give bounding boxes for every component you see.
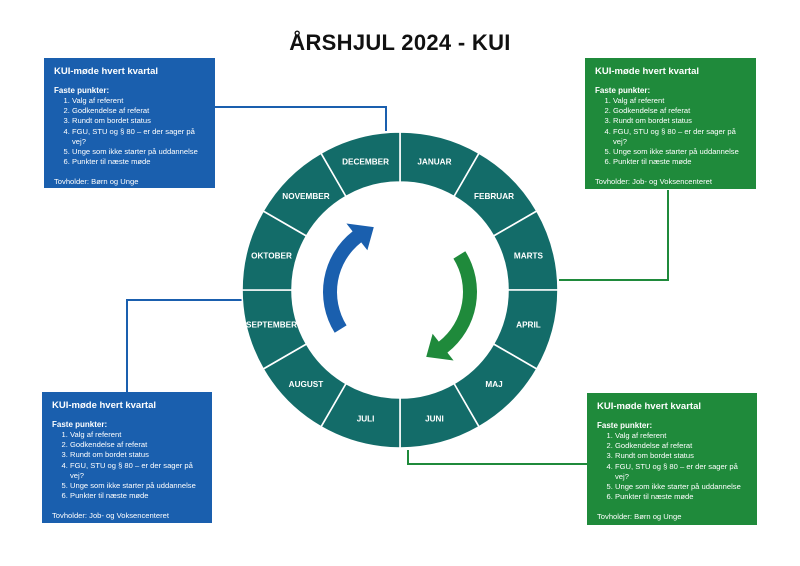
blue-cycle-arrow-icon [323,223,374,333]
month-label-oktober: OKTOBER [251,252,292,261]
list-item: Punkter til næste møde [613,157,746,167]
list-item: FGU, STU og § 80 – er der sager på vej? [615,462,747,482]
list-item: Rundt om bordet status [615,451,747,461]
list-item: Valg af referent [70,430,202,440]
month-label-juni: JUNI [425,414,444,423]
connector-bottom-left [126,299,242,392]
box-subtitle: Faste punkter: [595,86,651,95]
connector-bottom-right [407,450,588,465]
box-owner: Tovholder: Job- og Voksencenteret [595,177,712,187]
box-owner: Tovholder: Job- og Voksencenteret [52,511,169,521]
list-item: Rundt om bordet status [72,116,205,126]
quarter-meeting-box-bottom-right: KUI-møde hvert kvartal Faste punkter: Va… [587,393,757,525]
connector-top-left [215,106,387,131]
list-item: Rundt om bordet status [613,116,746,126]
list-item: Godkendelse af referat [613,106,746,116]
box-list: Valg af referent Godkendelse af referat … [595,96,746,167]
quarter-meeting-box-top-left: KUI-møde hvert kvartal Faste punkter: Va… [44,58,215,188]
list-item: Godkendelse af referat [70,440,202,450]
box-subtitle: Faste punkter: [52,420,108,429]
page-title: ÅRSHJUL 2024 - KUI [289,30,511,55]
box-owner: Tovholder: Børn og Unge [597,512,682,522]
quarter-meeting-box-bottom-left: KUI-møde hvert kvartal Faste punkter: Va… [42,392,212,523]
list-item: Valg af referent [613,96,746,106]
month-label-august: AUGUST [289,380,324,389]
box-title: KUI-møde hvert kvartal [54,66,159,77]
list-item: Valg af referent [615,431,747,441]
month-label-marts: MARTS [514,252,544,261]
box-title: KUI-møde hvert kvartal [595,66,700,77]
quarter-meeting-box-top-right: KUI-møde hvert kvartal Faste punkter: Va… [585,58,756,189]
month-label-november: NOVEMBER [282,192,329,201]
green-cycle-arrow-icon [426,251,477,361]
box-list: Valg af referent Godkendelse af referat … [597,431,747,502]
list-item: Punkter til næste møde [615,492,747,502]
list-item: Punkter til næste møde [70,491,202,501]
list-item: Rundt om bordet status [70,450,202,460]
box-list: Valg af referent Godkendelse af referat … [54,96,205,167]
list-item: Unge som ikke starter på uddannelse [70,481,202,491]
box-list: Valg af referent Godkendelse af referat … [52,430,202,501]
list-item: Godkendelse af referat [615,441,747,451]
list-item: Unge som ikke starter på uddannelse [72,147,205,157]
list-item: Valg af referent [72,96,205,106]
list-item: FGU, STU og § 80 – er der sager på vej? [70,461,202,481]
month-label-februar: FEBRUAR [474,192,514,201]
connector-top-right [559,190,669,281]
list-item: FGU, STU og § 80 – er der sager på vej? [613,127,746,147]
box-title: KUI-møde hvert kvartal [52,400,157,411]
list-item: Punkter til næste møde [72,157,205,167]
month-label-juli: JULI [357,414,375,423]
list-item: FGU, STU og § 80 – er der sager på vej? [72,127,205,147]
list-item: Unge som ikke starter på uddannelse [615,482,747,492]
box-subtitle: Faste punkter: [54,86,110,95]
month-label-september: SEPTEMBER [246,320,297,329]
month-label-januar: JANUAR [417,158,451,167]
box-title: KUI-møde hvert kvartal [597,401,702,412]
box-owner: Tovholder: Børn og Unge [54,177,139,187]
box-subtitle: Faste punkter: [597,421,653,430]
list-item: Godkendelse af referat [72,106,205,116]
month-label-april: APRIL [516,320,541,329]
list-item: Unge som ikke starter på uddannelse [613,147,746,157]
month-label-december: DECEMBER [342,158,389,167]
month-segment-december [319,131,401,198]
month-label-maj: MAJ [485,380,502,389]
